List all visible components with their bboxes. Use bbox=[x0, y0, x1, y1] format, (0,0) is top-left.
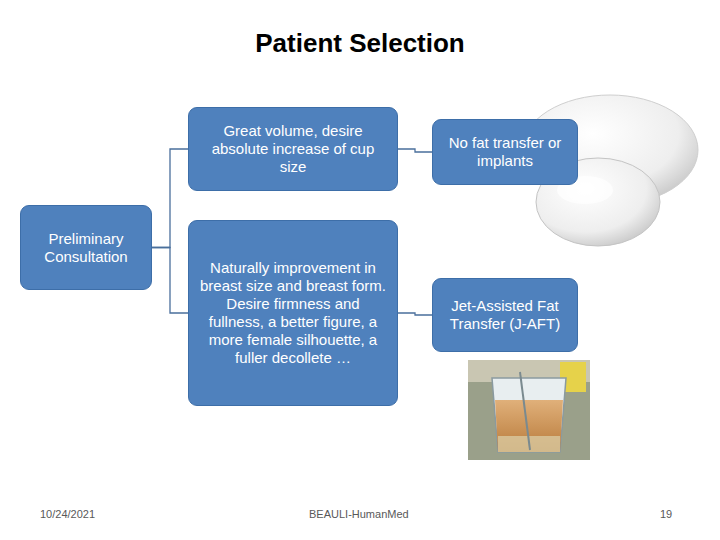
process-box: Naturally improvement in breast size and… bbox=[188, 220, 398, 406]
box-text: Naturally improvement in breast size and… bbox=[197, 259, 389, 367]
process-box: Jet-Assisted Fat Transfer (J-AFT) bbox=[432, 278, 578, 352]
connector-line bbox=[398, 149, 432, 152]
process-box: Preliminary Consultation bbox=[20, 205, 152, 290]
box-text: Great volume, desire absolute increase o… bbox=[197, 122, 389, 176]
process-box: Great volume, desire absolute increase o… bbox=[188, 107, 398, 191]
slide-title: Patient Selection bbox=[0, 28, 720, 59]
footer-label: 19 bbox=[660, 508, 672, 520]
footer-label: 10/24/2021 bbox=[40, 508, 95, 520]
connector-line bbox=[152, 248, 188, 314]
process-box: No fat transfer or implants bbox=[432, 119, 578, 185]
box-text: No fat transfer or implants bbox=[441, 134, 569, 170]
footer-label: BEAULI-HumanMed bbox=[309, 508, 409, 520]
box-text: Preliminary Consultation bbox=[29, 230, 143, 266]
connector-line bbox=[398, 313, 432, 315]
fat-beaker-photo bbox=[468, 360, 590, 460]
box-text: Jet-Assisted Fat Transfer (J-AFT) bbox=[441, 297, 569, 333]
connector-line bbox=[152, 149, 188, 248]
